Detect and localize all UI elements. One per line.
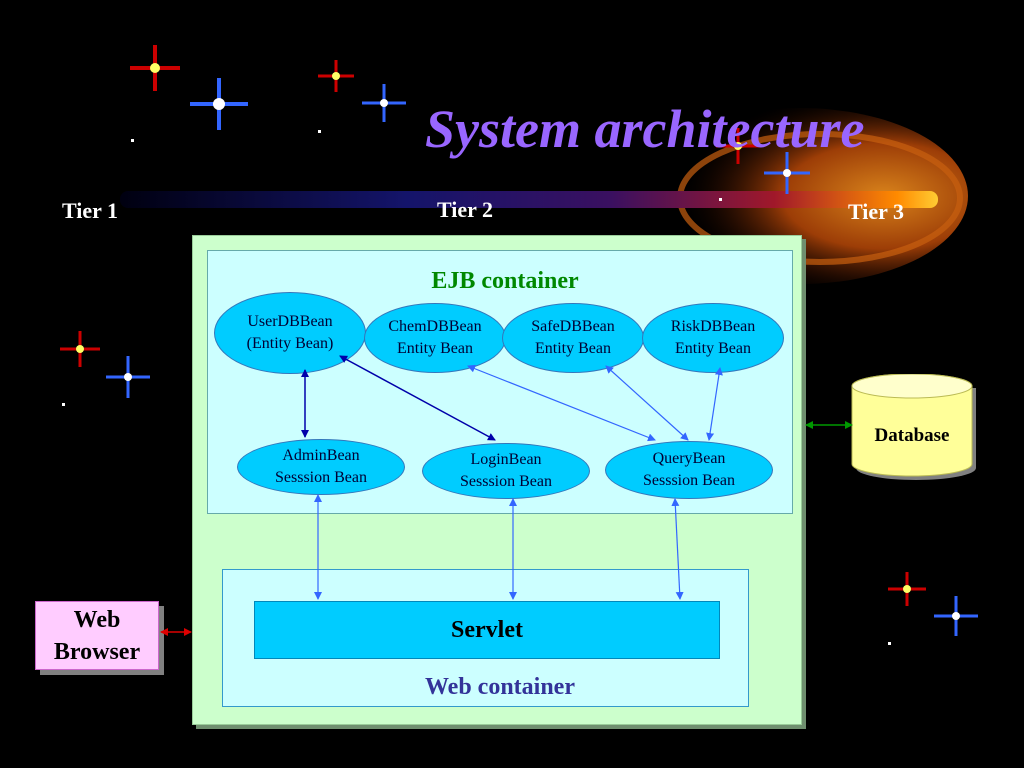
- star-icon: [716, 128, 760, 164]
- star-icon: [934, 596, 978, 636]
- ejb-container-label: EJB container: [431, 268, 579, 294]
- chemdb-entity-bean: ChemDBBean Entity Bean: [364, 303, 506, 373]
- bean-type: (Entity Bean): [246, 335, 334, 352]
- bean-name: UserDBBean: [247, 313, 333, 330]
- bean-name: SafeDBBean: [531, 318, 615, 335]
- tier-1-label: Tier 1: [62, 198, 119, 223]
- servlet-box: Servlet: [254, 601, 720, 659]
- star-icon: [130, 45, 180, 91]
- admin-session-bean: AdminBean Sesssion Bean: [237, 439, 405, 495]
- query-session-bean: QueryBean Sesssion Bean: [605, 441, 773, 499]
- star-icon: [764, 152, 810, 194]
- browser-label-line1: Web: [73, 606, 121, 633]
- bean-name: LoginBean: [470, 451, 542, 468]
- star-icon: [362, 84, 406, 122]
- bean-type: Sesssion Bean: [275, 469, 367, 486]
- tier-3-label: Tier 3: [848, 199, 905, 224]
- bean-type: Sesssion Bean: [643, 472, 735, 489]
- safedb-entity-bean: SafeDBBean Entity Bean: [502, 303, 644, 373]
- riskdb-entity-bean: RiskDBBean Entity Bean: [642, 303, 784, 373]
- web-container-label: Web container: [425, 674, 575, 700]
- bean-type: Entity Bean: [535, 340, 611, 357]
- database-cylinder-icon: [851, 374, 976, 480]
- star-icon: [190, 78, 248, 130]
- bean-name: QueryBean: [652, 450, 726, 467]
- bean-name: AdminBean: [282, 447, 360, 464]
- web-browser-box: Web Browser: [35, 601, 159, 670]
- tier-2-label: Tier 2: [437, 197, 494, 222]
- star-icon: [888, 572, 926, 606]
- tier-band: [120, 191, 938, 208]
- database-label: Database: [874, 425, 950, 446]
- browser-label-line2: Browser: [53, 638, 141, 665]
- bean-type: Entity Bean: [397, 340, 473, 357]
- star-icon: [106, 356, 150, 398]
- bean-type: Sesssion Bean: [460, 473, 552, 490]
- star-icon: [318, 60, 354, 92]
- star-dots: [62, 130, 891, 645]
- slide-title: System architecture: [425, 99, 865, 159]
- bean-type: Entity Bean: [675, 340, 751, 357]
- userdb-entity-bean: UserDBBean (Entity Bean): [214, 292, 366, 374]
- bean-name: ChemDBBean: [388, 318, 482, 335]
- bean-name: RiskDBBean: [670, 318, 756, 335]
- login-session-bean: LoginBean Sesssion Bean: [422, 443, 590, 499]
- star-icon: [60, 331, 100, 367]
